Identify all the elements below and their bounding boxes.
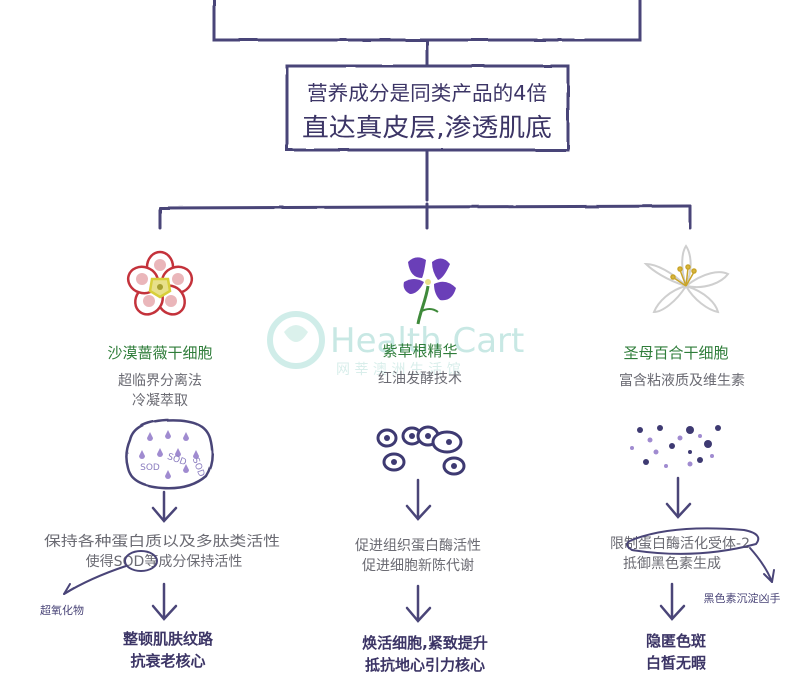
branch-1-side-note: 超氧化物 bbox=[40, 603, 84, 617]
branch-gromwell-root: 紫草根精华 红油发酵技术 促进组织蛋白酶活性 促进细胞新陈代谢 焕活细胞,紧致提… bbox=[355, 257, 488, 674]
watermark: Health Cart 网 莘 澳 洲 生 活 馆 bbox=[267, 311, 524, 378]
summary-line-1: 营养成分是同类产品的4倍 bbox=[307, 81, 547, 105]
branch-3-effect-2: 抵御黑色素生成 bbox=[623, 555, 721, 572]
summary-box: 营养成分是同类产品的4倍 直达真皮层,渗透肌底 bbox=[285, 64, 570, 152]
sod-highlight bbox=[63, 550, 158, 595]
watermark-title: Health Cart bbox=[330, 321, 524, 361]
connector-lines bbox=[158, 0, 692, 230]
watermark-logo-icon bbox=[267, 311, 325, 369]
branch-1-effect-1: 保持各种蛋白质以及多肽类活性 bbox=[44, 533, 280, 550]
branch-3-method-1: 富含粘液质及维生素 bbox=[619, 372, 745, 389]
cell-blob-icon: SOD SOD SOD bbox=[125, 418, 214, 490]
violet-flower-icon bbox=[403, 257, 456, 325]
down-arrow-icon bbox=[151, 582, 178, 621]
down-arrow-icon bbox=[151, 490, 178, 523]
branch-2-method-1: 红油发酵技术 bbox=[378, 371, 462, 387]
branch-1-name: 沙漠蔷薇干细胞 bbox=[107, 344, 212, 362]
branch-1-effect-2: 使得SOD等成分保持活性 bbox=[86, 553, 243, 570]
receptor-highlight bbox=[626, 527, 775, 583]
branch-3-result-1: 隐匿色斑 bbox=[646, 632, 706, 650]
lily-flower-icon bbox=[643, 244, 730, 314]
branch-3-effect-1: 限制蛋白酶活化受体-2 bbox=[610, 536, 750, 552]
branch-1-result-1: 整顿肌肤纹路 bbox=[123, 630, 214, 648]
branch-3-side-note: 黑色素沉淀凶手 bbox=[704, 591, 781, 605]
watermark-subtitle: 网 莘 澳 洲 生 活 馆 bbox=[336, 361, 461, 378]
rose-flower-icon bbox=[126, 250, 194, 316]
blob-label-1: SOD bbox=[140, 463, 160, 473]
down-arrow-icon bbox=[665, 476, 692, 519]
branch-3-name: 圣母百合干细胞 bbox=[623, 344, 728, 362]
down-arrow-icon bbox=[405, 478, 432, 521]
down-arrow-icon bbox=[659, 582, 686, 621]
branch-2-result-2: 抵抗地心引力核心 bbox=[365, 656, 485, 674]
branch-desert-rose: 沙漠蔷薇干细胞 超临界分离法 冷凝萃取 SOD SOD SOD bbox=[40, 250, 280, 670]
branch-2-result-1: 焕活细胞,紧致提升 bbox=[362, 634, 488, 652]
branch-2-name: 紫草根精华 bbox=[382, 342, 457, 360]
branch-2-effect-2: 促进细胞新陈代谢 bbox=[362, 557, 474, 574]
branch-1-method-1: 超临界分离法 bbox=[118, 372, 202, 389]
summary-line-2: 直达真皮层,渗透肌底 bbox=[302, 113, 552, 142]
particle-scatter-icon bbox=[630, 425, 721, 468]
cell-cluster-icon bbox=[376, 425, 466, 476]
down-arrow-icon bbox=[405, 584, 432, 623]
branch-madonna-lily: 圣母百合干细胞 富含粘液质及维生素 限制蛋白酶活化受体-2 抵御黑色素生成 bbox=[610, 244, 781, 672]
branch-3-result-2: 白皙无暇 bbox=[646, 654, 706, 672]
branch-1-method-2: 冷凝萃取 bbox=[132, 393, 188, 409]
branch-2-effect-1: 促进组织蛋白酶活性 bbox=[355, 538, 481, 554]
branch-1-result-2: 抗衰老核心 bbox=[130, 652, 205, 670]
